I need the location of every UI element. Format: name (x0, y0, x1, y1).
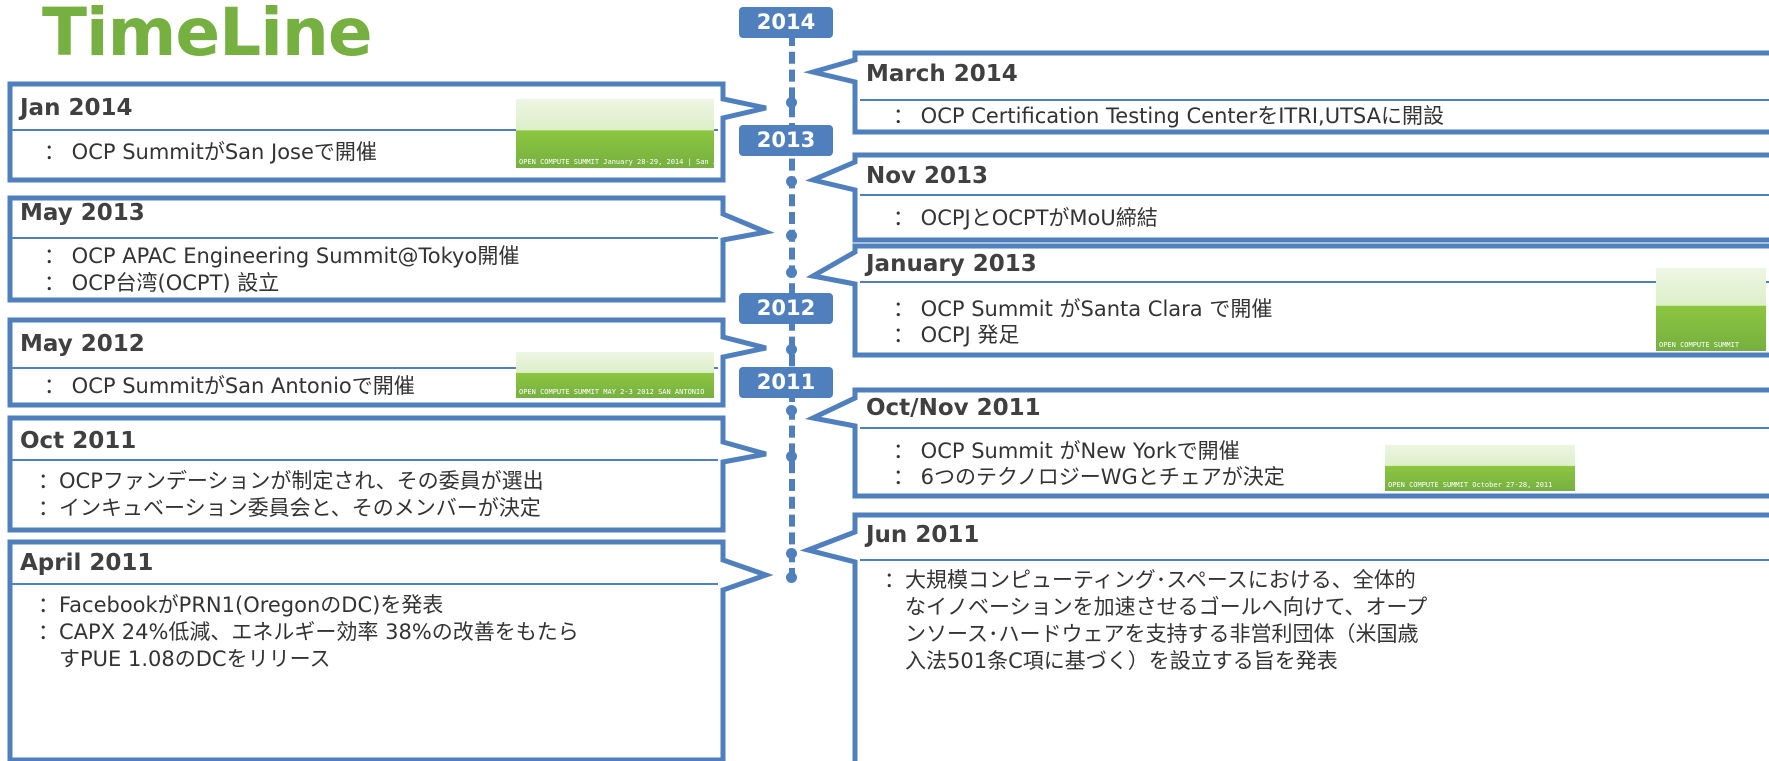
event-heading: Jun 2011 (866, 522, 980, 548)
event-line: ： OCP SummitがSan Antonioで開催 (44, 374, 415, 398)
event-line: ： OCP SummitがSan Joseで開催 (44, 140, 377, 164)
photo-caption: OPEN COMPUTE SUMMIT (1659, 341, 1740, 349)
timeline-dot (786, 230, 797, 241)
timeline-dot (786, 451, 797, 462)
event-heading: Jan 2014 (20, 95, 133, 121)
event-line: ： OCP Summit がSanta Clara で開催 (893, 297, 1273, 321)
timeline-dot (786, 176, 797, 187)
event-heading: Oct/Nov 2011 (866, 395, 1041, 421)
event-line: ： OCPJとOCPTがMoU締結 (893, 206, 1158, 230)
event-line: ： OCP Certification Testing CenterをITRI,… (893, 104, 1444, 128)
timeline-dot (786, 548, 797, 559)
event-line: ：FacebookがPRN1(OregonのDC)を発表 (38, 593, 444, 617)
event-heading: April 2011 (20, 550, 154, 576)
year-label-2013: 2013 (739, 125, 833, 156)
summit-photo: OPEN COMPUTE SUMMIT (1656, 268, 1766, 351)
year-label-2014: 2014 (739, 7, 833, 38)
event-heading: January 2013 (866, 251, 1037, 277)
event-line: ： OCP Summit がNew Yorkで開催 (893, 439, 1240, 463)
timeline-dot (786, 572, 797, 583)
event-line: すPUE 1.08のDCをリリース (38, 647, 331, 671)
event-line: ：インキュベーション委員会と、そのメンバーが決定 (38, 496, 541, 520)
summit-photo: OPEN COMPUTE SUMMIT MAY 2-3 2012 SAN ANT… (516, 352, 714, 398)
event-line: ンソース･ハードウェアを支持する非営利団体（米国歳 (884, 622, 1419, 646)
event-line: ：OCPファンデーションが制定され、その委員が選出 (38, 469, 544, 493)
event-heading: Nov 2013 (866, 163, 989, 189)
event-line: ：大規模コンピューティング･スペースにおける、全体的 (884, 568, 1416, 592)
photo-caption: OPEN COMPUTE SUMMIT January 28-29, 2014 … (519, 158, 714, 166)
page-title: TimeLine (42, 0, 373, 71)
year-label-2011: 2011 (739, 367, 833, 398)
photo-caption: OPEN COMPUTE SUMMIT MAY 2-3 2012 SAN ANT… (519, 388, 705, 396)
event-heading: March 2014 (866, 61, 1018, 87)
event-line: ： OCP台湾(OCPT) 設立 (44, 271, 280, 295)
event-heading: Oct 2011 (20, 428, 137, 454)
timeline-dot (786, 405, 797, 416)
timeline-dot (786, 344, 797, 355)
event-heading: May 2013 (20, 200, 145, 226)
event-line: ：CAPX 24%低減、エネルギー効率 38%の改善をもたら (38, 620, 579, 644)
event-line: ： OCP APAC Engineering Summit@Tokyo開催 (44, 244, 520, 268)
summit-photo: OPEN COMPUTE SUMMIT January 28-29, 2014 … (516, 99, 714, 168)
year-label-2012: 2012 (739, 293, 833, 324)
event-heading: May 2012 (20, 331, 145, 357)
event-line: なイノベーションを加速させるゴールへ向けて、オープ (884, 595, 1428, 619)
timeline-dot (786, 267, 797, 278)
photo-caption: OPEN COMPUTE SUMMIT October 27-28, 2011 (1388, 481, 1553, 489)
timeline-dot (786, 97, 797, 108)
event-line: 入法501条C項に基づく）を設立する旨を発表 (884, 649, 1338, 673)
event-line: ： OCPJ 発足 (893, 323, 1020, 347)
summit-photo: OPEN COMPUTE SUMMIT October 27-28, 2011 (1385, 445, 1575, 491)
event-line: ： 6つのテクノロジーWGとチェアが決定 (893, 465, 1285, 489)
